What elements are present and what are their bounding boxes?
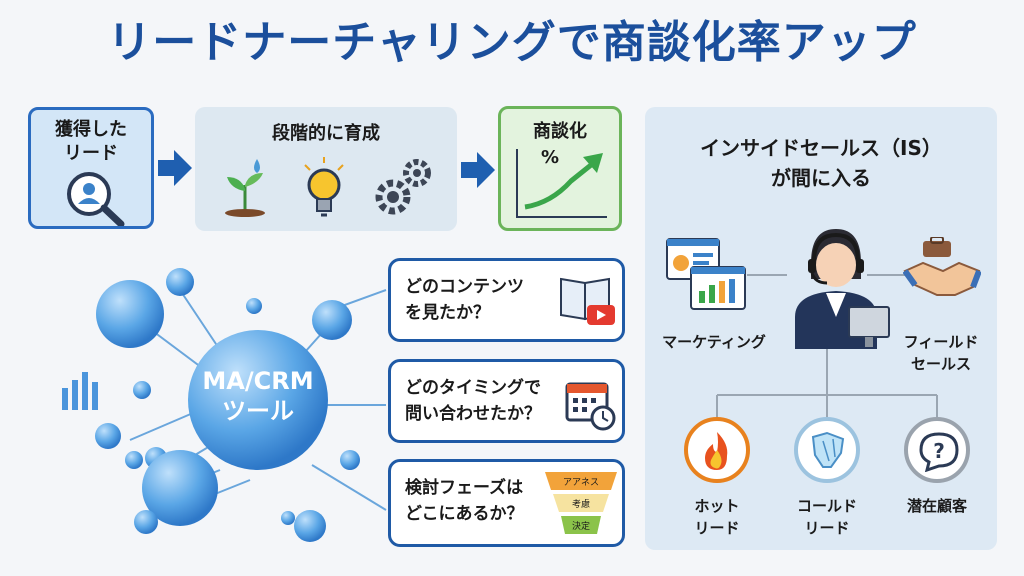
question-content-text: どのコンテンツ を見たか？ [405, 277, 524, 323]
potential-customer-label: 潜在顧客 [906, 497, 967, 515]
question-box-phase: 検討フェーズは どこにあるか？ アアネス 考慮 決定 [388, 459, 625, 547]
hot-lead-circle [684, 417, 750, 483]
field-sales-label: フィールド セールス [903, 333, 979, 373]
inside-sales-title: インサイドセールス（IS） が間に入る [700, 136, 942, 190]
nurture-box: 段階的に育成 [195, 107, 457, 231]
acquired-lead-label: 獲得した リード [55, 119, 127, 164]
nurture-label: 段階的に育成 [272, 123, 380, 144]
deal-box: 商談化 % [498, 106, 622, 231]
inside-sales-panel: インサイドセールス（IS） が間に入る [645, 107, 997, 550]
deal-label: 商談化 [533, 121, 587, 142]
page-title: リードナーチャリングで商談化率アップ [107, 17, 917, 68]
acquired-lead-box: 獲得した リード [28, 107, 154, 229]
question-box-timing: どのタイミングで 問い合わせたか？ [388, 359, 625, 443]
book-video-icon [560, 277, 615, 325]
svg-text:?: ? [933, 439, 945, 463]
potential-customer-circle: ? [904, 417, 970, 483]
bubble-node [96, 280, 164, 348]
ice-icon [811, 431, 845, 468]
question-icon: ? [919, 432, 959, 472]
operator-headset-icon [795, 229, 890, 349]
percent-symbol: % [540, 147, 560, 168]
ma-crm-network [62, 268, 387, 542]
connector-lines [716, 274, 938, 417]
cold-lead-circle [794, 417, 860, 483]
bar-chart-icon [62, 372, 98, 410]
ma-crm-label: MA/CRM ツール [202, 367, 314, 425]
funnel-stage-1: アアネス [563, 477, 599, 488]
question-phase-text: 検討フェーズは どこにあるか？ [405, 478, 524, 524]
sprout-icon [225, 159, 265, 217]
gears-icon [375, 159, 431, 215]
marketing-dashboard-icon [666, 238, 746, 310]
funnel-icon: アアネス 考慮 決定 [545, 472, 617, 534]
funnel-stage-2: 考慮 [572, 498, 590, 510]
search-person-icon [67, 172, 125, 226]
marketing-label: マーケティング [662, 333, 766, 351]
calendar-clock-icon [565, 382, 616, 431]
hot-lead-label: ホット リード [694, 497, 740, 537]
ma-crm-hub [188, 330, 328, 470]
lightbulb-icon [304, 157, 344, 217]
growth-chart-icon [516, 149, 607, 218]
question-timing-text: どのタイミングで 問い合わせたか？ [405, 378, 541, 424]
handshake-icon [903, 237, 981, 296]
question-box-content: どのコンテンツ を見たか？ [388, 258, 625, 342]
cold-lead-label: コールド リード [796, 497, 857, 537]
funnel-stage-3: 決定 [572, 520, 590, 532]
arrow-right-icon [461, 152, 495, 188]
arrow-right-icon [158, 150, 192, 186]
fire-icon [705, 432, 728, 470]
